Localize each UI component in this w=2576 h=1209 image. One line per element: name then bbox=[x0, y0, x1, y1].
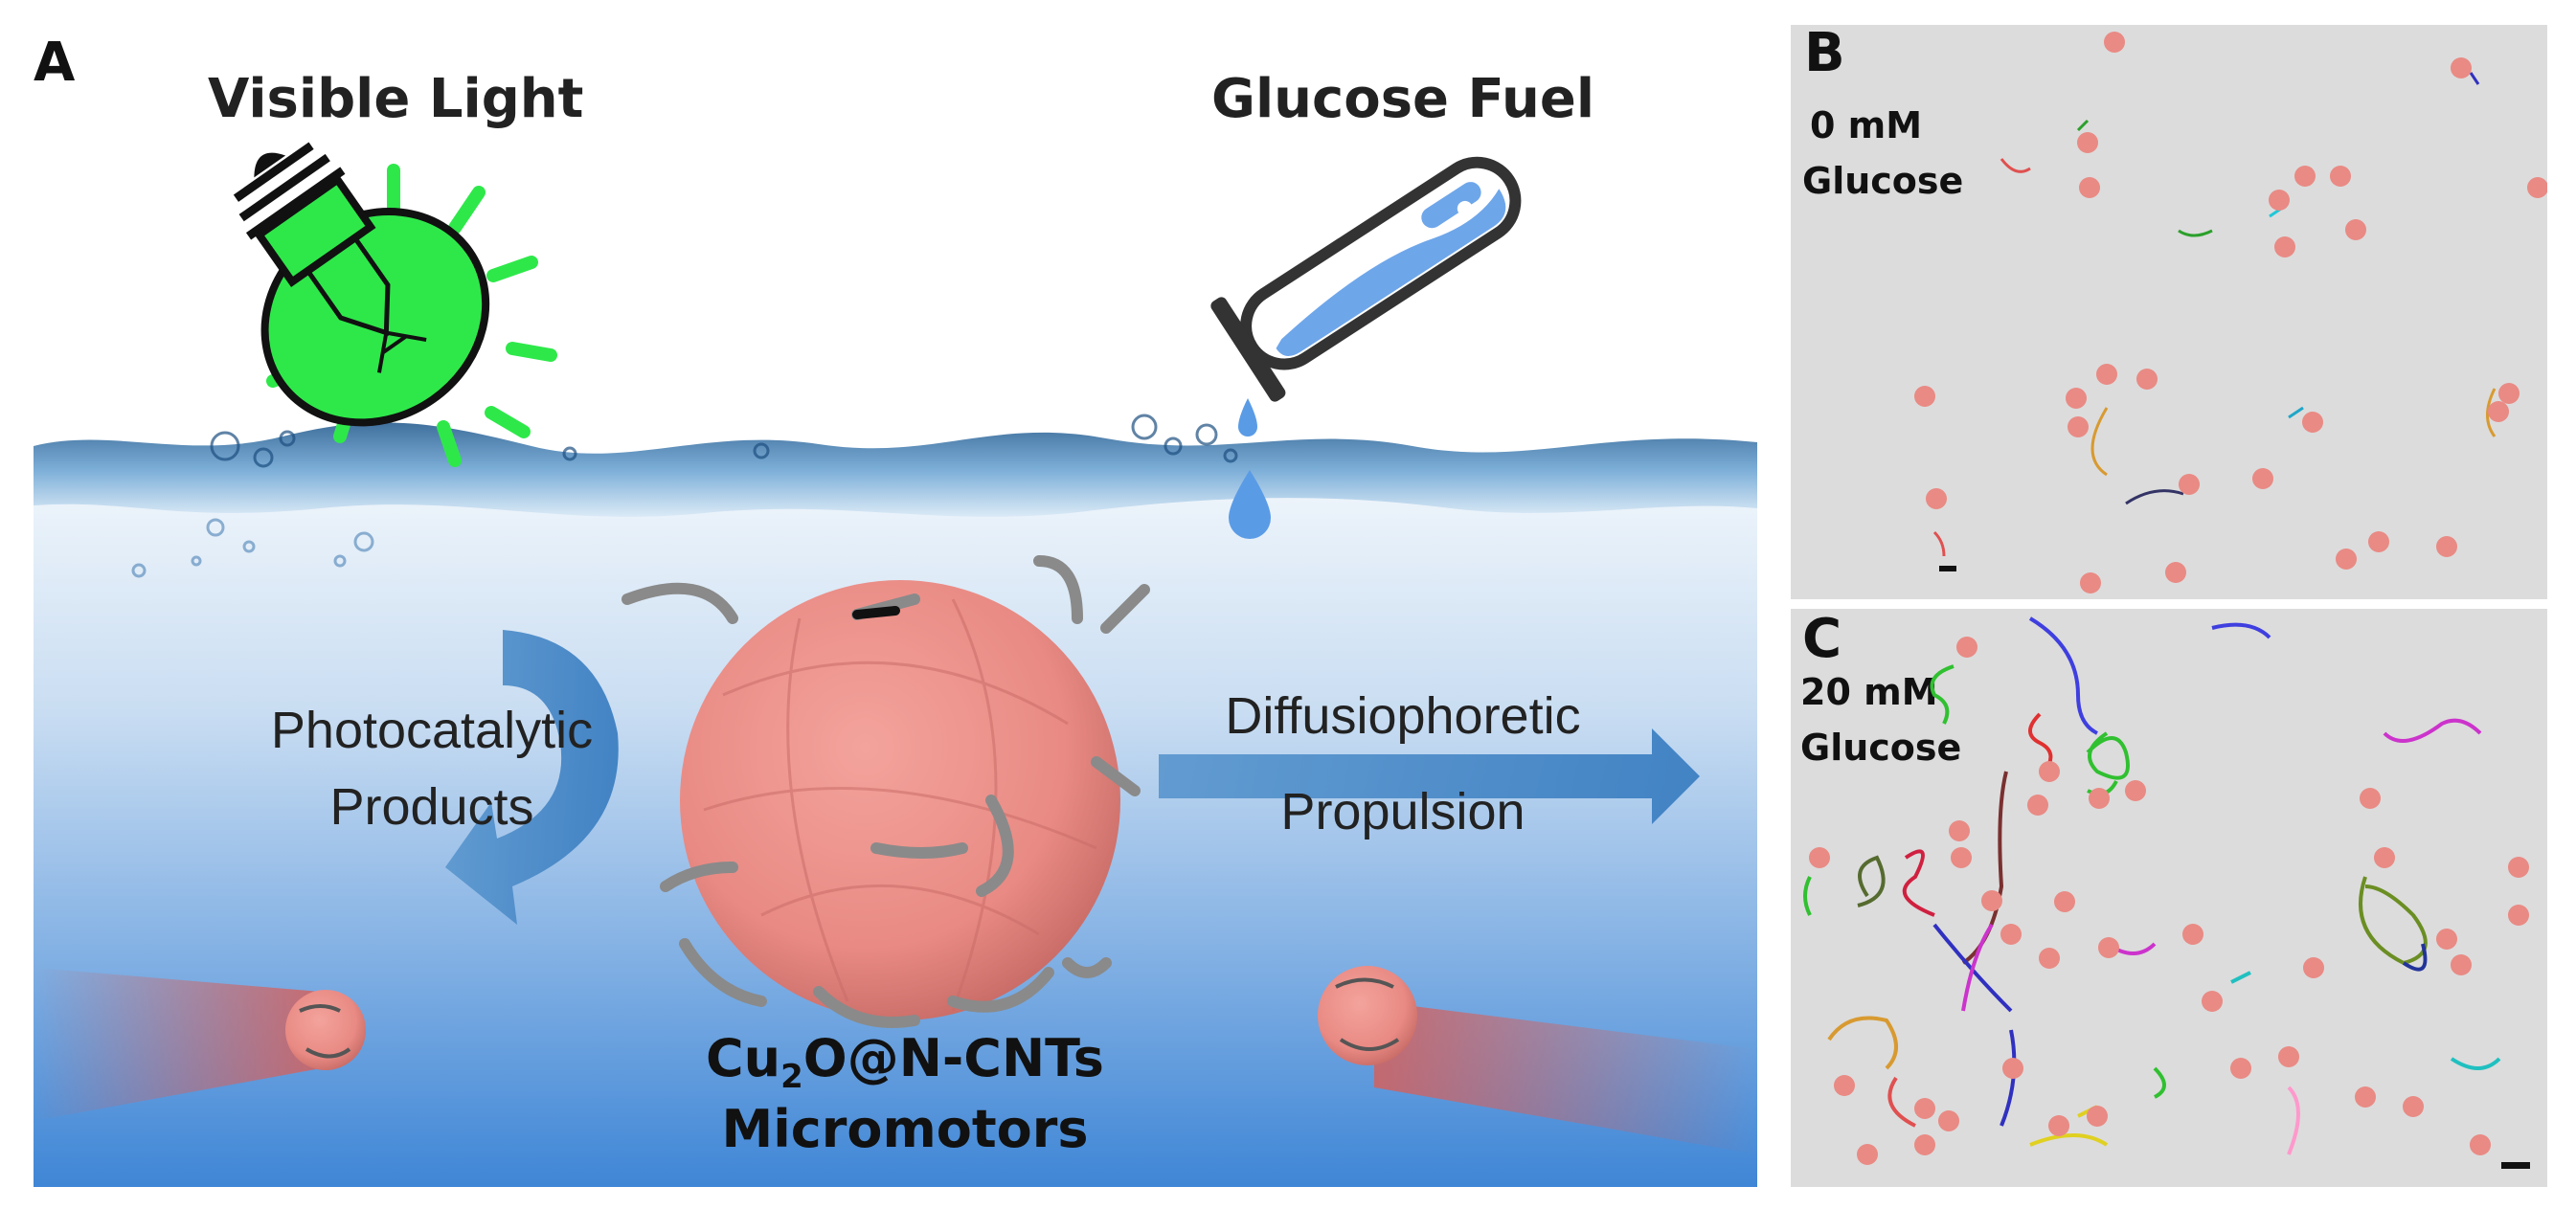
micromotor-sphere bbox=[621, 555, 1150, 1028]
micromotor-label-line1: Cu2O@N-CNTs bbox=[706, 1028, 1104, 1096]
light-bulb-icon bbox=[233, 142, 557, 467]
panel-a-letter: A bbox=[34, 32, 76, 94]
droplet-icon bbox=[1229, 470, 1271, 539]
panel-b-micrograph: B 0 mM Glucose bbox=[1791, 25, 2547, 599]
photocatalytic-label: Photocatalytic bbox=[271, 702, 593, 759]
panel-b-concentration: 0 mM bbox=[1810, 104, 1922, 146]
panel-b-letter: B bbox=[1804, 25, 1845, 84]
micrograph-c-svg: C 20 mM Glucose bbox=[1791, 609, 2547, 1187]
particles-b bbox=[1914, 32, 2547, 593]
water-surface bbox=[34, 422, 1757, 517]
glucose-fuel-label: Glucose Fuel bbox=[1211, 68, 1594, 130]
panel-c-glucose-label: Glucose bbox=[1800, 727, 1961, 769]
panel-c-letter: C bbox=[1802, 609, 1842, 670]
surface-bubbles bbox=[210, 414, 1238, 468]
schematic-svg: A Visible Light bbox=[34, 25, 1757, 1187]
straight-arrow-icon bbox=[1159, 728, 1700, 824]
test-tube-icon bbox=[1210, 156, 1522, 539]
small-micromotor-left bbox=[34, 968, 366, 1121]
diffusiophoretic-label: Diffusiophoretic bbox=[1225, 687, 1580, 745]
panel-c-concentration: 20 mM bbox=[1800, 671, 1938, 713]
micromotor-label-line2: Micromotors bbox=[721, 1099, 1088, 1159]
panel-c-micrograph: C 20 mM Glucose bbox=[1791, 609, 2547, 1187]
visible-light-label: Visible Light bbox=[208, 68, 583, 130]
underwater-bubbles bbox=[131, 518, 374, 578]
panel-a-schematic: A Visible Light bbox=[34, 25, 1757, 1187]
products-label: Products bbox=[329, 778, 533, 836]
micrograph-b-svg: B 0 mM Glucose bbox=[1791, 25, 2547, 599]
curved-arrow-icon bbox=[445, 630, 619, 925]
propulsion-label: Propulsion bbox=[1280, 783, 1525, 840]
panel-b-glucose-label: Glucose bbox=[1802, 160, 1963, 202]
particles-c bbox=[1809, 637, 2529, 1165]
small-micromotor-right bbox=[1318, 966, 1757, 1154]
